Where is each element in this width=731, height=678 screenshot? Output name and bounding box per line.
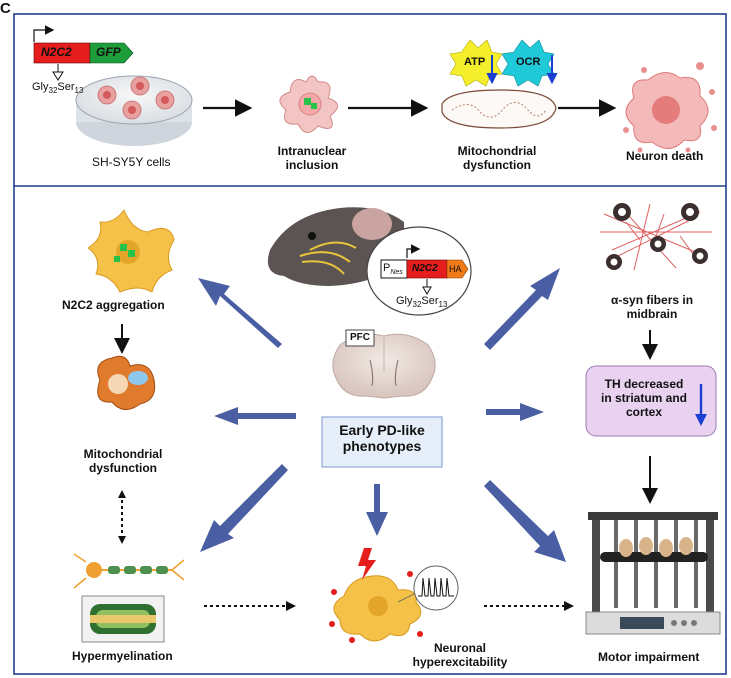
bottom-dotted-heads [286,601,574,611]
motor-label: Motor impairment [598,650,700,664]
myelinated-neuron-icon [73,553,185,643]
top-construct-gene: N2C2 [41,45,72,59]
pfc-label: PFC [350,332,370,343]
top-construct-mutation: Gly32Ser13 [32,81,84,96]
panel-frame [13,13,727,675]
step-neuron-death-label: Neuron death [626,149,704,163]
ocr-badge [501,39,555,87]
mitochondrion-icon [441,89,557,129]
left-black-arrows [114,324,130,544]
center-promoter-label: PNes [383,262,403,277]
th-box [585,365,717,437]
excitable-neuron-icon [329,571,423,643]
center-construct-mutation: Gly32Ser13 [396,295,448,310]
gfp-construct [33,25,134,81]
dividing-mitochondria-icon [97,355,156,410]
top-construct-tag: GFP [96,45,121,59]
step-sh-sy5y-label: SH-SY5Y cells [92,155,171,169]
aggregation-label: N2C2 aggregation [62,298,165,312]
panel-letter: C [0,0,11,17]
phenotype-box [321,416,443,468]
aggregation-neuron-icon [87,208,175,293]
down-arrow-icon [486,55,558,85]
center-construct-gene: N2C2 [412,263,438,274]
alpha-syn-fibers-icon [600,203,712,271]
th-down-arrow-icon [695,384,707,426]
brain-section-icon [332,329,436,399]
lightning-icon [358,548,376,580]
dying-neuron-icon [623,62,717,153]
petri-dish-icon [75,75,193,146]
center-construct-tag: HA [449,264,462,274]
spike-train-icon [397,565,459,611]
atp-badge-label: ATP [464,56,486,68]
ha-construct [366,226,472,316]
blue-arrows [198,268,566,562]
ocr-badge-label: OCR [516,56,541,68]
inclusion-cell-icon [279,75,338,133]
hypermyelination-label: Hypermyelination [72,649,173,663]
rotarod-icon [585,512,721,635]
